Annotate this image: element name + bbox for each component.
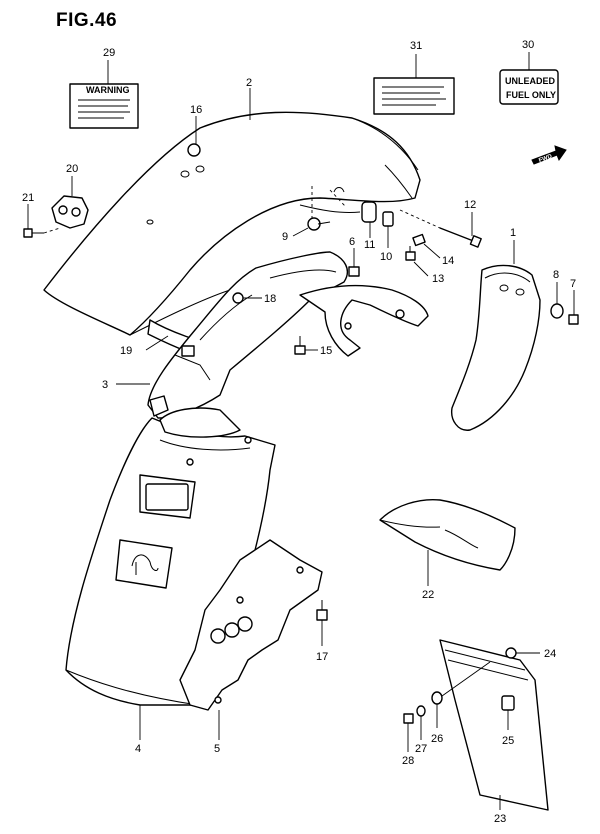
callout-8: 8 [553,269,559,281]
callout-24: 24 [544,648,556,660]
bolt-17 [316,600,328,646]
washer-27 [416,705,426,740]
bolt-15 [294,336,318,355]
callout-3: 3 [102,379,108,391]
callout-23: 23 [494,813,506,825]
callout-17: 17 [316,651,328,663]
callout-28: 28 [402,755,414,767]
callout-11: 11 [364,239,375,251]
nut-14 [412,233,441,259]
unleaded-line2: FUEL ONLY [506,90,556,100]
callout-30: 30 [522,39,534,51]
callout-29: 29 [103,47,115,59]
bolt-13 [405,246,429,277]
washer-26 [431,661,491,728]
long-bolt-12 [399,209,482,248]
callout-31: 31 [410,40,422,52]
bolt-6 [348,248,360,277]
collar-10 [382,211,394,248]
nut-28 [403,713,414,752]
unleaded-line1: UNLEADED [505,76,556,86]
fwd-text: FWD [538,154,554,165]
callout-5: 5 [214,743,220,755]
callout-6: 6 [349,236,355,248]
callout-2: 2 [246,77,252,89]
washer-8 [550,282,564,319]
callout-12: 12 [464,199,476,211]
flap-22 [379,498,516,586]
rear-frame-3 [116,251,429,419]
callout-20: 20 [66,163,78,175]
callout-10: 10 [380,251,392,263]
callout-15: 15 [320,345,332,357]
screw-24 [505,647,540,659]
callout-18: 18 [264,293,276,305]
callout-14: 14 [442,255,454,267]
callout-9: 9 [282,231,288,243]
bracket-20 [51,176,89,229]
bolt-7 [568,290,579,325]
callout-7: 7 [570,278,576,290]
callout-19: 19 [120,345,132,357]
unleaded-fuel-label-30: UNLEADED FUEL ONLY [499,52,559,105]
mudguard-1 [451,240,541,431]
callout-21: 21 [22,192,34,204]
mud-flap-23 [439,639,549,811]
callout-16: 16 [190,104,202,116]
callout-4: 4 [135,743,141,755]
callout-13: 13 [432,273,444,285]
clip-25 [501,695,515,730]
bolt-9 [292,217,331,237]
callout-22: 22 [422,589,434,601]
nut-18 [232,292,262,304]
callout-27: 27 [415,743,427,755]
warning-label-29: WARNING [69,60,139,129]
grommet-11 [361,201,377,238]
warning-label-text: WARNING [86,85,130,95]
bracket-plate-5 [179,539,323,740]
figure-title: FIG.46 [56,10,118,31]
callout-1: 1 [510,227,516,239]
fwd-arrow-icon: FWD [531,145,567,165]
callout-25: 25 [502,735,514,747]
bolt-21 [23,204,61,238]
label-31 [373,54,455,115]
callout-26: 26 [431,733,443,745]
